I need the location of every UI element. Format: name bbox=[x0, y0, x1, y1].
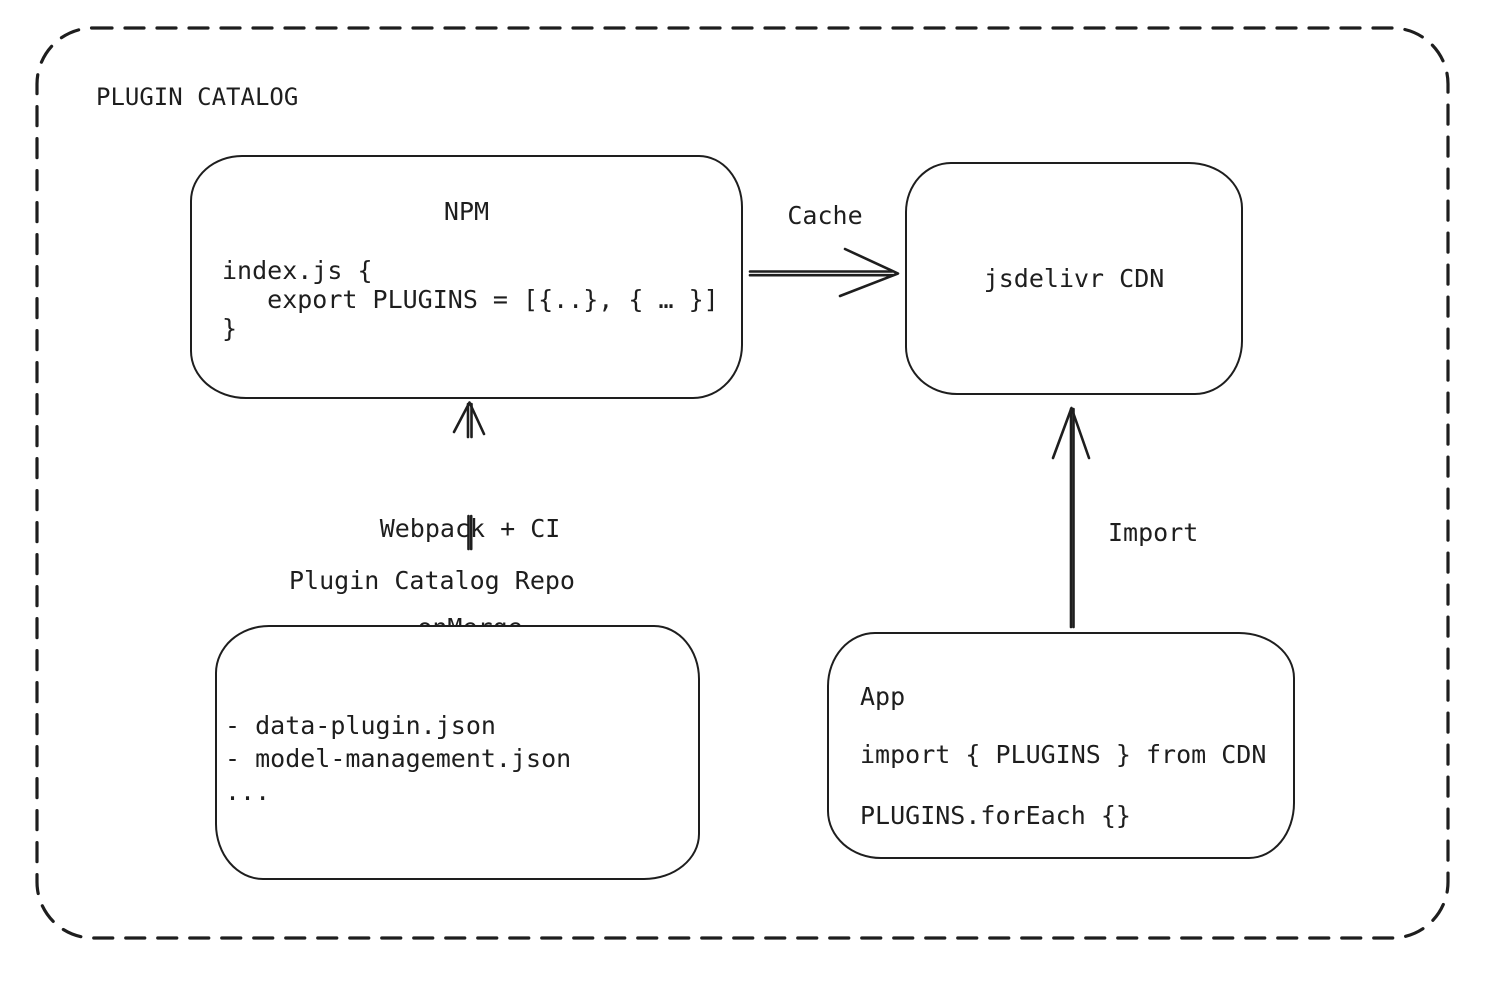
repo-item: - data-plugin.json bbox=[225, 711, 496, 740]
import-arrow bbox=[1051, 406, 1091, 629]
app-node-title: App bbox=[860, 682, 906, 711]
app-code-line: import { PLUGINS } from CDN bbox=[860, 740, 1267, 769]
cdn-node-label: jsdelivr CDN bbox=[983, 264, 1165, 293]
npm-node: NPM index.js { export PLUGINS = [{..}, {… bbox=[190, 155, 743, 399]
catalog-boundary-dashed-border bbox=[35, 26, 1450, 940]
repo-node: - data-plugin.json - model-management.js… bbox=[215, 625, 700, 880]
app-code-line: PLUGINS.forEach {} bbox=[860, 801, 1131, 830]
npm-code-line: } bbox=[222, 314, 238, 343]
npm-node-title: NPM bbox=[443, 197, 490, 226]
build-edge-label-line: Webpack + CI bbox=[379, 514, 561, 543]
app-node: App import { PLUGINS } from CDN PLUGINS.… bbox=[827, 632, 1295, 859]
npm-code-line: export PLUGINS = [{..}, { … }] bbox=[222, 285, 719, 314]
repo-item: ... bbox=[225, 777, 271, 806]
npm-code-block: index.js { export PLUGINS = [{..}, { … }… bbox=[192, 256, 741, 343]
repo-item: - model-management.json bbox=[225, 744, 572, 773]
cache-edge-label: Cache bbox=[787, 201, 863, 230]
repo-node-label: Plugin Catalog Repo bbox=[289, 566, 575, 595]
cdn-node: jsdelivr CDN bbox=[905, 162, 1243, 395]
cache-arrow bbox=[748, 247, 900, 298]
diagram-title: PLUGIN CATALOG bbox=[96, 83, 299, 111]
import-edge-label: Import bbox=[1108, 518, 1199, 547]
build-arrow bbox=[452, 401, 486, 551]
npm-code-line: index.js { bbox=[222, 256, 373, 285]
